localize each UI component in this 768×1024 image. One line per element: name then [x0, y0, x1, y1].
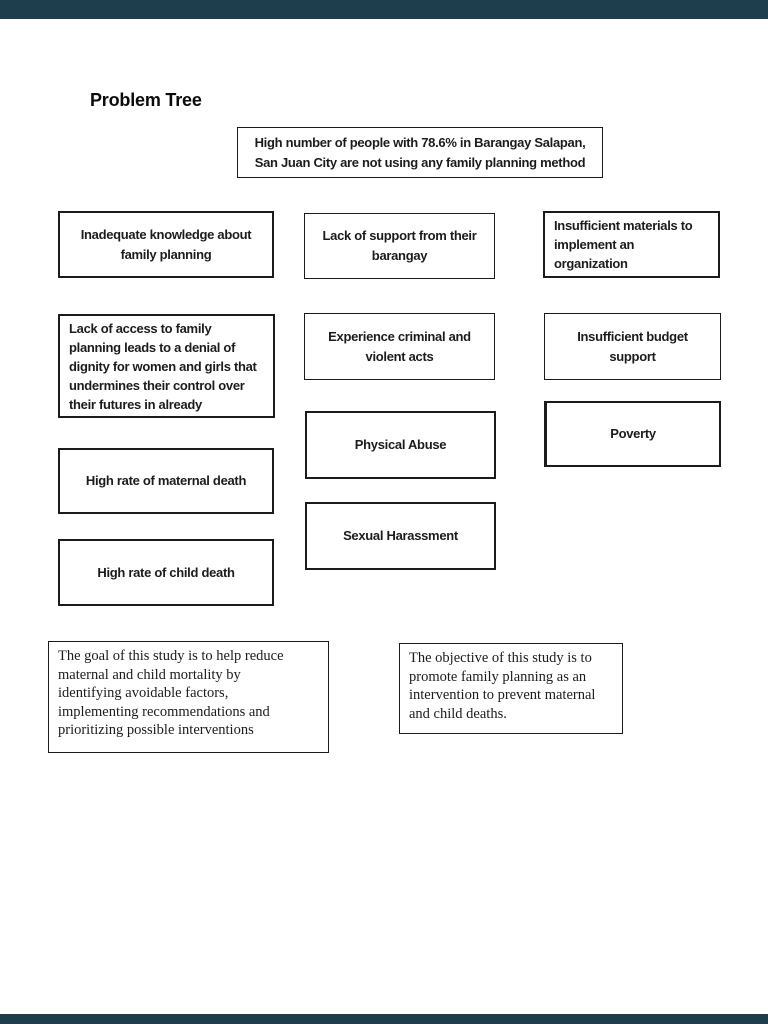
viewer-bottom-bar — [0, 1014, 768, 1024]
box-maternal-death: High rate of maternal death — [58, 448, 274, 514]
box-child-death: High rate of child death — [58, 539, 274, 606]
box-problem-statement: High number of people with 78.6% in Bara… — [237, 127, 603, 178]
box-study-objective: The objective of this study is to promot… — [399, 643, 623, 734]
box-poverty: Poverty — [544, 401, 721, 467]
viewer-top-bar — [0, 0, 768, 19]
page-title: Problem Tree — [90, 90, 202, 110]
box-physical-abuse: Physical Abuse — [305, 411, 496, 479]
box-sexual-harassment: Sexual Harassment — [305, 502, 496, 570]
box-inadequate-knowledge: Inadequate knowledge about family planni… — [58, 211, 274, 278]
box-insufficient-budget: Insufficient budget support — [544, 313, 721, 380]
box-lack-of-access: Lack of access to family planning leads … — [58, 314, 275, 418]
box-insufficient-materials: Insufficient materials to implement an o… — [543, 211, 720, 278]
box-study-goal: The goal of this study is to help reduce… — [48, 641, 329, 753]
box-lack-of-support: Lack of support from their barangay — [304, 213, 495, 279]
box-experience-criminal: Experience criminal and violent acts — [304, 313, 495, 380]
